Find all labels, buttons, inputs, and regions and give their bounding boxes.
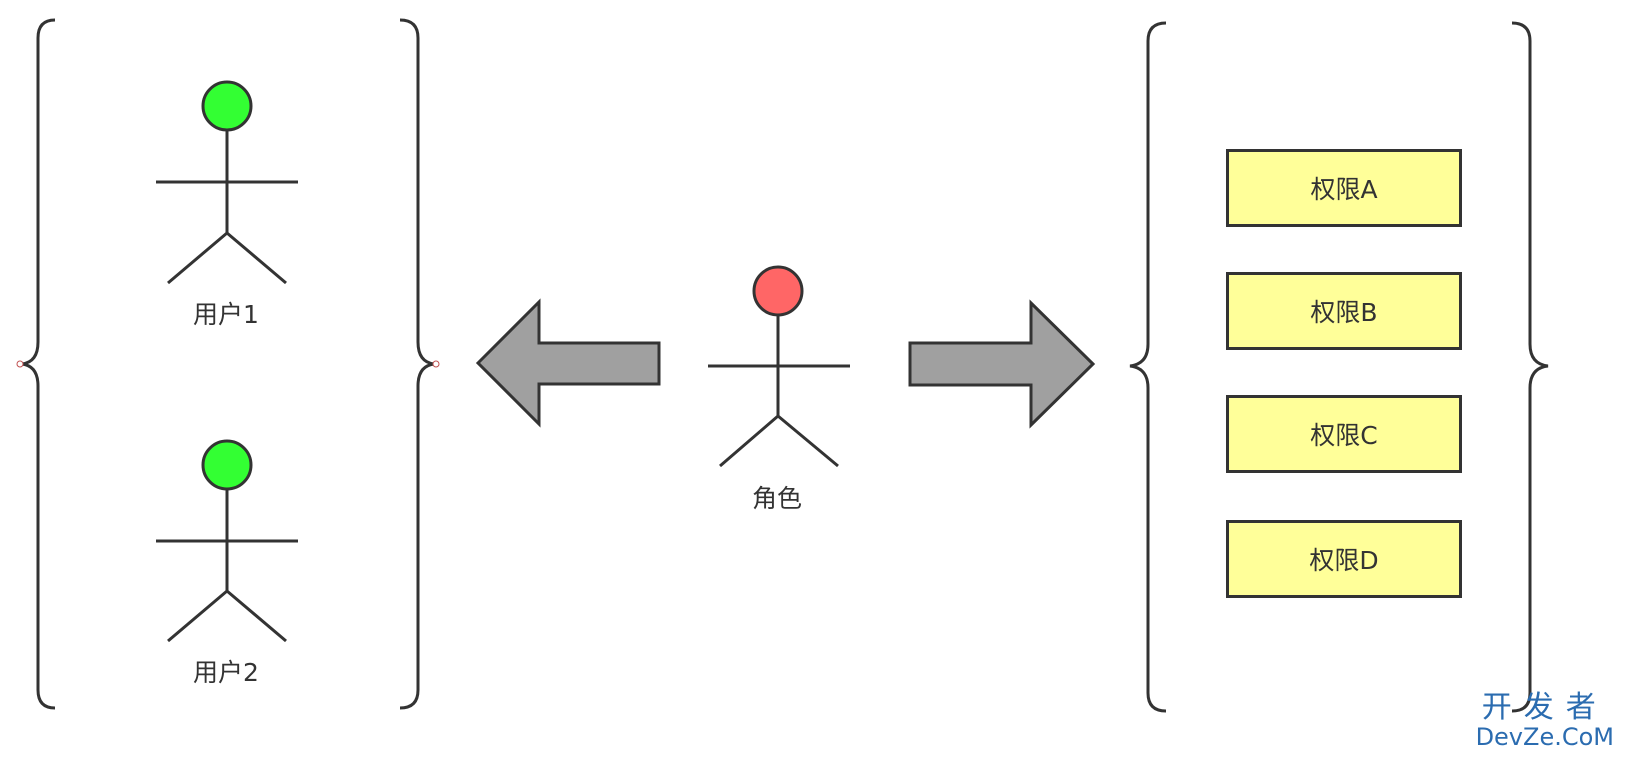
permission-box-d: 权限D xyxy=(1226,520,1462,598)
user-2-label: 用户2 xyxy=(193,658,259,687)
permission-label: 权限B xyxy=(1310,298,1378,327)
user-2-head xyxy=(201,439,253,491)
right-arrow xyxy=(908,299,1096,429)
brace-handle-left xyxy=(16,360,24,368)
user-1-label: 用户1 xyxy=(193,300,259,329)
user-1-head xyxy=(201,80,253,132)
permission-label: 权限A xyxy=(1310,175,1378,204)
permission-label: 权限C xyxy=(1310,421,1378,450)
role-figure xyxy=(708,265,850,468)
permission-box-a: 权限A xyxy=(1226,149,1462,227)
users-left-brace xyxy=(21,18,56,710)
user-2-figure xyxy=(156,439,298,643)
role-label: 角色 xyxy=(752,484,803,513)
permission-box-c: 权限C xyxy=(1226,395,1462,473)
left-arrow xyxy=(475,298,661,428)
watermark-line-1: 开发者 xyxy=(1481,690,1608,725)
role-head xyxy=(752,265,804,317)
watermark-line-2: DevZe.CoM xyxy=(1475,723,1614,751)
permission-label: 权限D xyxy=(1309,546,1379,575)
permissions-left-brace xyxy=(1129,21,1167,713)
permission-box-b: 权限B xyxy=(1226,272,1462,350)
watermark-logo: 开发者 DevZe.CoM xyxy=(1475,690,1614,751)
brace-handle-right xyxy=(432,360,440,368)
user-1-figure xyxy=(156,80,298,285)
users-right-brace xyxy=(399,18,435,710)
permissions-right-brace xyxy=(1511,21,1549,713)
